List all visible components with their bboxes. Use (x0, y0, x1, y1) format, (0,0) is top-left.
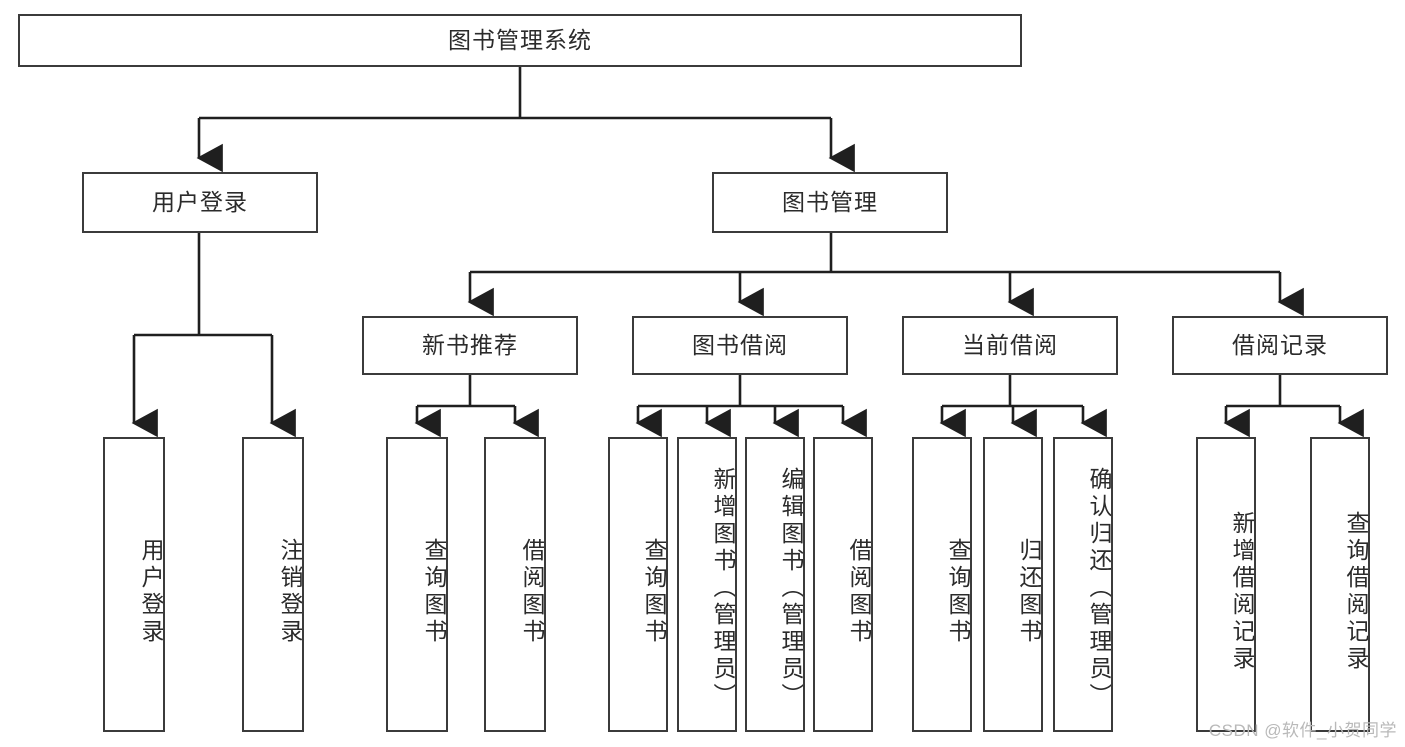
node-borrow-records[interactable]: 借阅记录 (1172, 316, 1388, 375)
borrow-records-connectors (1223, 375, 1364, 438)
node-leaf-query-books-current[interactable]: 查询图书 (912, 437, 972, 732)
new-book-connectors (414, 375, 539, 438)
root-connectors (196, 67, 855, 173)
book-borrow-connectors (635, 375, 867, 438)
node-leaf-query-books-rec[interactable]: 查询图书 (386, 437, 448, 732)
node-current-borrow[interactable]: 当前借阅 (902, 316, 1118, 375)
node-leaf-logout[interactable]: 注销登录 (242, 437, 304, 732)
user-login-connectors (131, 233, 296, 438)
watermark-label: CSDN @软件_小贺同学 (1208, 721, 1397, 740)
node-leaf-borrow-books-rec[interactable]: 借阅图书 (484, 437, 546, 732)
node-leaf-add-book-admin[interactable]: 新增图书（管理员） (677, 437, 737, 732)
node-user-login[interactable]: 用户登录 (82, 172, 318, 233)
node-leaf-user-login[interactable]: 用户登录 (103, 437, 165, 732)
node-new-book-recommendation[interactable]: 新书推荐 (362, 316, 578, 375)
node-leaf-add-borrow-record[interactable]: 新增借阅记录 (1196, 437, 1256, 732)
node-leaf-borrow-book[interactable]: 借阅图书 (813, 437, 873, 732)
node-leaf-confirm-return-admin[interactable]: 确认归还（管理员） (1053, 437, 1113, 732)
node-leaf-query-borrow-record[interactable]: 查询借阅记录 (1310, 437, 1370, 732)
node-leaf-query-books-borrow[interactable]: 查询图书 (608, 437, 668, 732)
current-borrow-connectors (939, 375, 1107, 438)
node-leaf-return-book[interactable]: 归还图书 (983, 437, 1043, 732)
node-leaf-edit-book-admin[interactable]: 编辑图书（管理员） (745, 437, 805, 732)
node-book-borrow[interactable]: 图书借阅 (632, 316, 848, 375)
node-book-management[interactable]: 图书管理 (712, 172, 948, 233)
node-root[interactable]: 图书管理系统 (18, 14, 1022, 67)
book-management-connectors (467, 233, 1304, 317)
